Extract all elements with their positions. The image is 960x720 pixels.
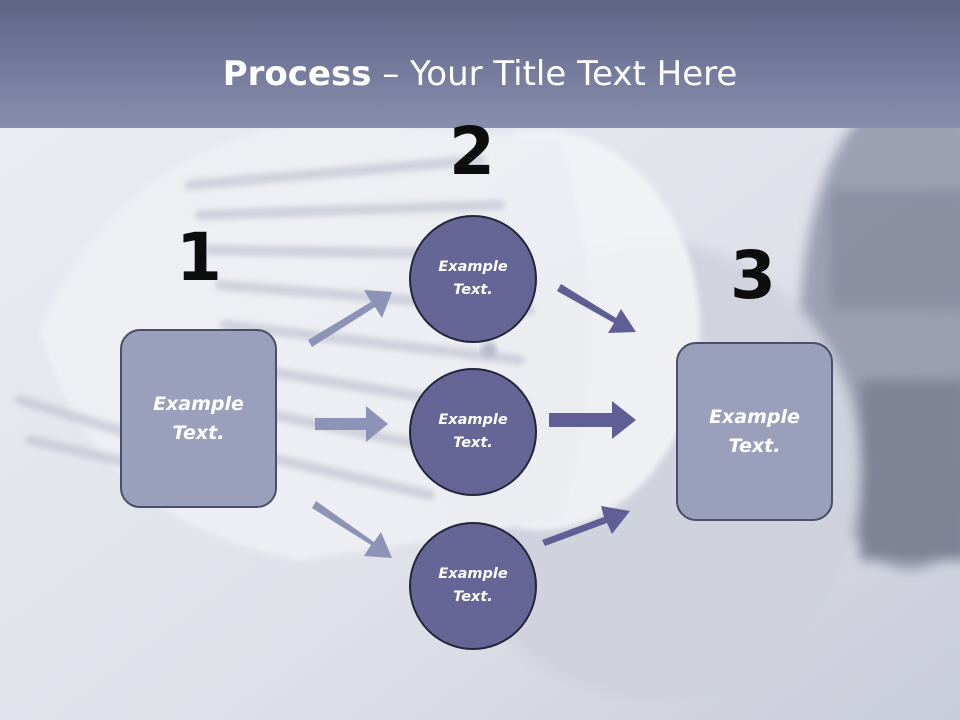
- title-band: [0, 0, 960, 128]
- slide-title: Process – Your Title Text Here: [0, 52, 960, 96]
- step-1-label-line-1: Example: [153, 392, 244, 415]
- step-3-label-line-2: Text.: [728, 434, 781, 457]
- step-1-label: Example Text.: [153, 390, 244, 448]
- arrow-1-to-top: [308, 290, 392, 347]
- step-1-label-line-2: Text.: [172, 421, 225, 444]
- circle-middle-label: Example Text.: [438, 409, 507, 455]
- title-rest: – Your Title Text Here: [371, 54, 738, 94]
- circle-middle-label-line-1: Example: [438, 412, 508, 428]
- step-3-box: Example Text.: [676, 342, 833, 521]
- circle-middle-label-line-2: Text.: [453, 435, 493, 451]
- step-number-1: 1: [176, 219, 222, 296]
- circle-middle: Example Text.: [409, 368, 537, 496]
- circle-top-label: Example Text.: [438, 256, 507, 302]
- arrow-middle-to-3: [549, 401, 636, 439]
- arrow-bottom-to-3: [542, 506, 630, 546]
- circle-top: Example Text.: [409, 215, 537, 343]
- circle-bottom-label: Example Text.: [438, 563, 507, 609]
- arrow-1-to-bottom: [312, 501, 392, 558]
- step-1-box: Example Text.: [120, 329, 277, 508]
- circle-bottom: Example Text.: [409, 522, 537, 650]
- arrow-top-to-3: [557, 284, 636, 333]
- step-number-3: 3: [730, 237, 776, 314]
- circle-top-label-line-2: Text.: [453, 282, 493, 298]
- step-3-label: Example Text.: [709, 403, 800, 461]
- circle-bottom-label-line-2: Text.: [453, 589, 493, 605]
- circle-top-label-line-1: Example: [438, 259, 508, 275]
- title-bold: Process: [222, 54, 372, 94]
- arrow-1-to-middle: [315, 406, 388, 442]
- step-3-label-line-1: Example: [709, 405, 800, 428]
- step-number-2: 2: [449, 113, 495, 190]
- circle-bottom-label-line-1: Example: [438, 566, 508, 582]
